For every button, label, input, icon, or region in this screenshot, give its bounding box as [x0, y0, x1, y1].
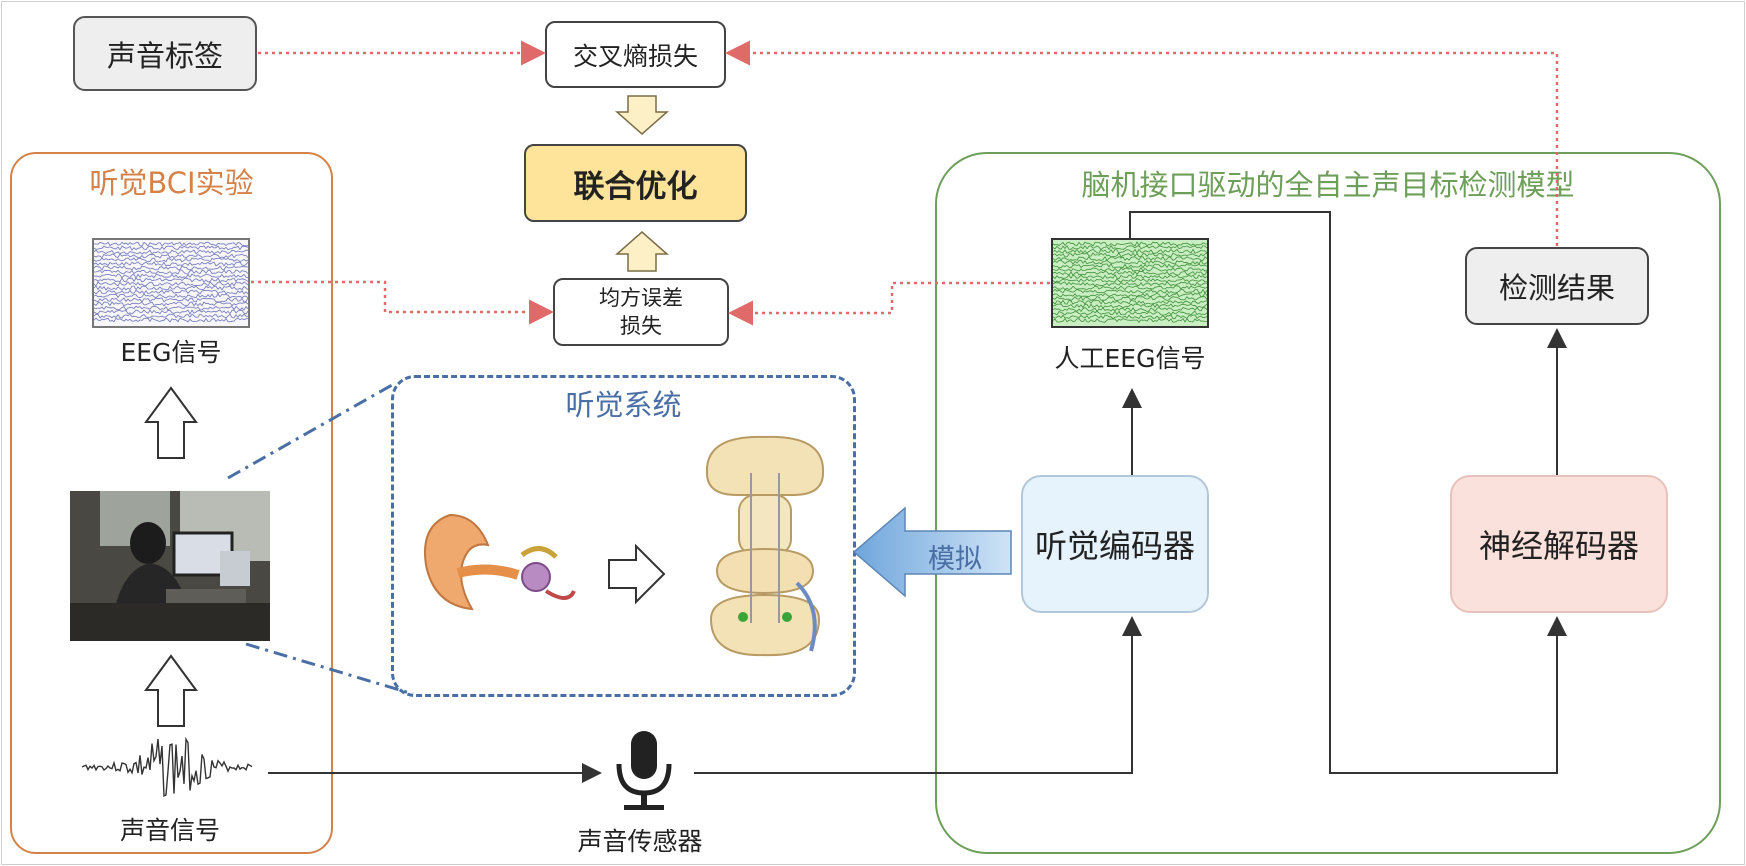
- detection-model-title: 脑机接口驱动的全自主声目标检测模型: [1081, 168, 1575, 202]
- eeg-to-mse-connector: [251, 280, 554, 325]
- eeg-trace: [1053, 299, 1207, 305]
- eeg-trace: [1053, 263, 1207, 269]
- experiment-photo: [70, 491, 270, 641]
- eeg-trace: [94, 313, 248, 319]
- eeg-trace: [1053, 281, 1207, 287]
- cross-entropy-loss-box: 交叉熵损失: [545, 21, 726, 88]
- eeg-trace: [1053, 306, 1207, 313]
- ear-to-brain-arrow: [608, 543, 666, 605]
- artificial-eeg-to-mse-connector: [728, 281, 1050, 326]
- mse-loss-box: 均方误差 损失: [553, 278, 729, 346]
- sound-label-box: 声音标签: [73, 16, 257, 91]
- joint-optimization-box: 联合优化: [524, 144, 747, 222]
- brain-anatomy-illustration: [697, 433, 832, 658]
- auditory-system-title: 听觉系统: [565, 388, 682, 422]
- eeg-trace: [1053, 248, 1207, 254]
- ear-anatomy-illustration: [418, 505, 578, 615]
- sound-waveform-graphic: [81, 736, 253, 798]
- eeg-trace: [94, 261, 248, 267]
- eeg-trace: [1053, 252, 1207, 258]
- eeg-trace: [94, 301, 248, 307]
- eeg-signal-panel: [92, 238, 250, 328]
- eeg-waveform-graphic: [94, 241, 248, 323]
- auditory-encoder-box: 听觉编码器: [1021, 475, 1209, 613]
- artificial-eeg-caption: 人工EEG信号: [1054, 344, 1206, 373]
- eeg-trace: [1053, 241, 1207, 247]
- eeg-trace: [94, 289, 248, 295]
- eeg-trace: [1053, 255, 1207, 262]
- eeg-trace: [1053, 303, 1207, 309]
- eeg-trace: [94, 293, 248, 299]
- simulate-label: 模拟: [928, 544, 982, 575]
- eeg-trace: [1053, 310, 1207, 316]
- sensor-to-encoder-connector: [694, 616, 1142, 774]
- eeg-trace: [94, 305, 248, 311]
- eeg-trace: [94, 285, 248, 291]
- eeg-trace: [1053, 292, 1207, 298]
- eeg-signal-caption: EEG信号: [120, 338, 222, 367]
- eeg-trace: [1053, 288, 1207, 294]
- eeg-trace: [94, 253, 248, 259]
- detection-result-box: 检测结果: [1465, 247, 1649, 325]
- eeg-trace: [94, 309, 248, 315]
- artificial-eeg-to-decoder-connector: [1129, 211, 1567, 774]
- sound-signal-caption: 声音信号: [119, 816, 220, 845]
- eeg-trace: [1053, 285, 1207, 291]
- simulate-arrow: [852, 506, 1012, 598]
- detection-result-to-cross-entropy-connector: [725, 40, 1559, 246]
- bci-experiment-group: [10, 152, 333, 854]
- mse-to-joint-arrow: [615, 231, 669, 272]
- sound-sensor-caption: 声音传感器: [577, 827, 703, 856]
- detection-model-group: [935, 152, 1721, 854]
- eeg-trace: [94, 245, 248, 251]
- eeg-trace: [94, 277, 248, 283]
- auditory-system-group: [391, 375, 856, 697]
- eeg-trace: [1053, 266, 1207, 272]
- microphone-icon: [616, 731, 672, 810]
- eeg-trace: [94, 241, 248, 247]
- bci-experiment-title: 听觉BCI实验: [89, 166, 254, 200]
- eeg-trace: [1053, 244, 1207, 251]
- eeg-trace: [1053, 317, 1207, 323]
- artificial-eeg-waveform-graphic: [1053, 241, 1207, 323]
- eeg-trace: [1053, 273, 1207, 280]
- eeg-trace: [94, 257, 248, 263]
- eeg-trace: [1053, 295, 1207, 302]
- eeg-trace: [94, 273, 248, 279]
- neural-decoder-box: 神经解码器: [1450, 475, 1668, 613]
- eeg-trace: [94, 297, 248, 303]
- eeg-trace: [94, 317, 248, 323]
- eeg-trace: [94, 269, 248, 275]
- eeg-trace: [94, 281, 248, 287]
- photo-to-auditory-system-callout-bottom: [245, 642, 414, 696]
- artificial-eeg-panel: [1051, 238, 1209, 328]
- sound-to-photo-arrow: [144, 654, 198, 727]
- photo-to-auditory-system-callout-top: [227, 383, 393, 480]
- eeg-trace: [1053, 277, 1207, 283]
- eeg-trace: [94, 265, 248, 271]
- eeg-trace: [1053, 270, 1207, 276]
- eeg-trace: [1053, 314, 1207, 320]
- eeg-trace: [94, 249, 248, 255]
- cross-entropy-to-joint-arrow: [615, 95, 669, 135]
- eeg-trace: [1053, 259, 1207, 265]
- photo-to-eeg-arrow: [144, 386, 198, 459]
